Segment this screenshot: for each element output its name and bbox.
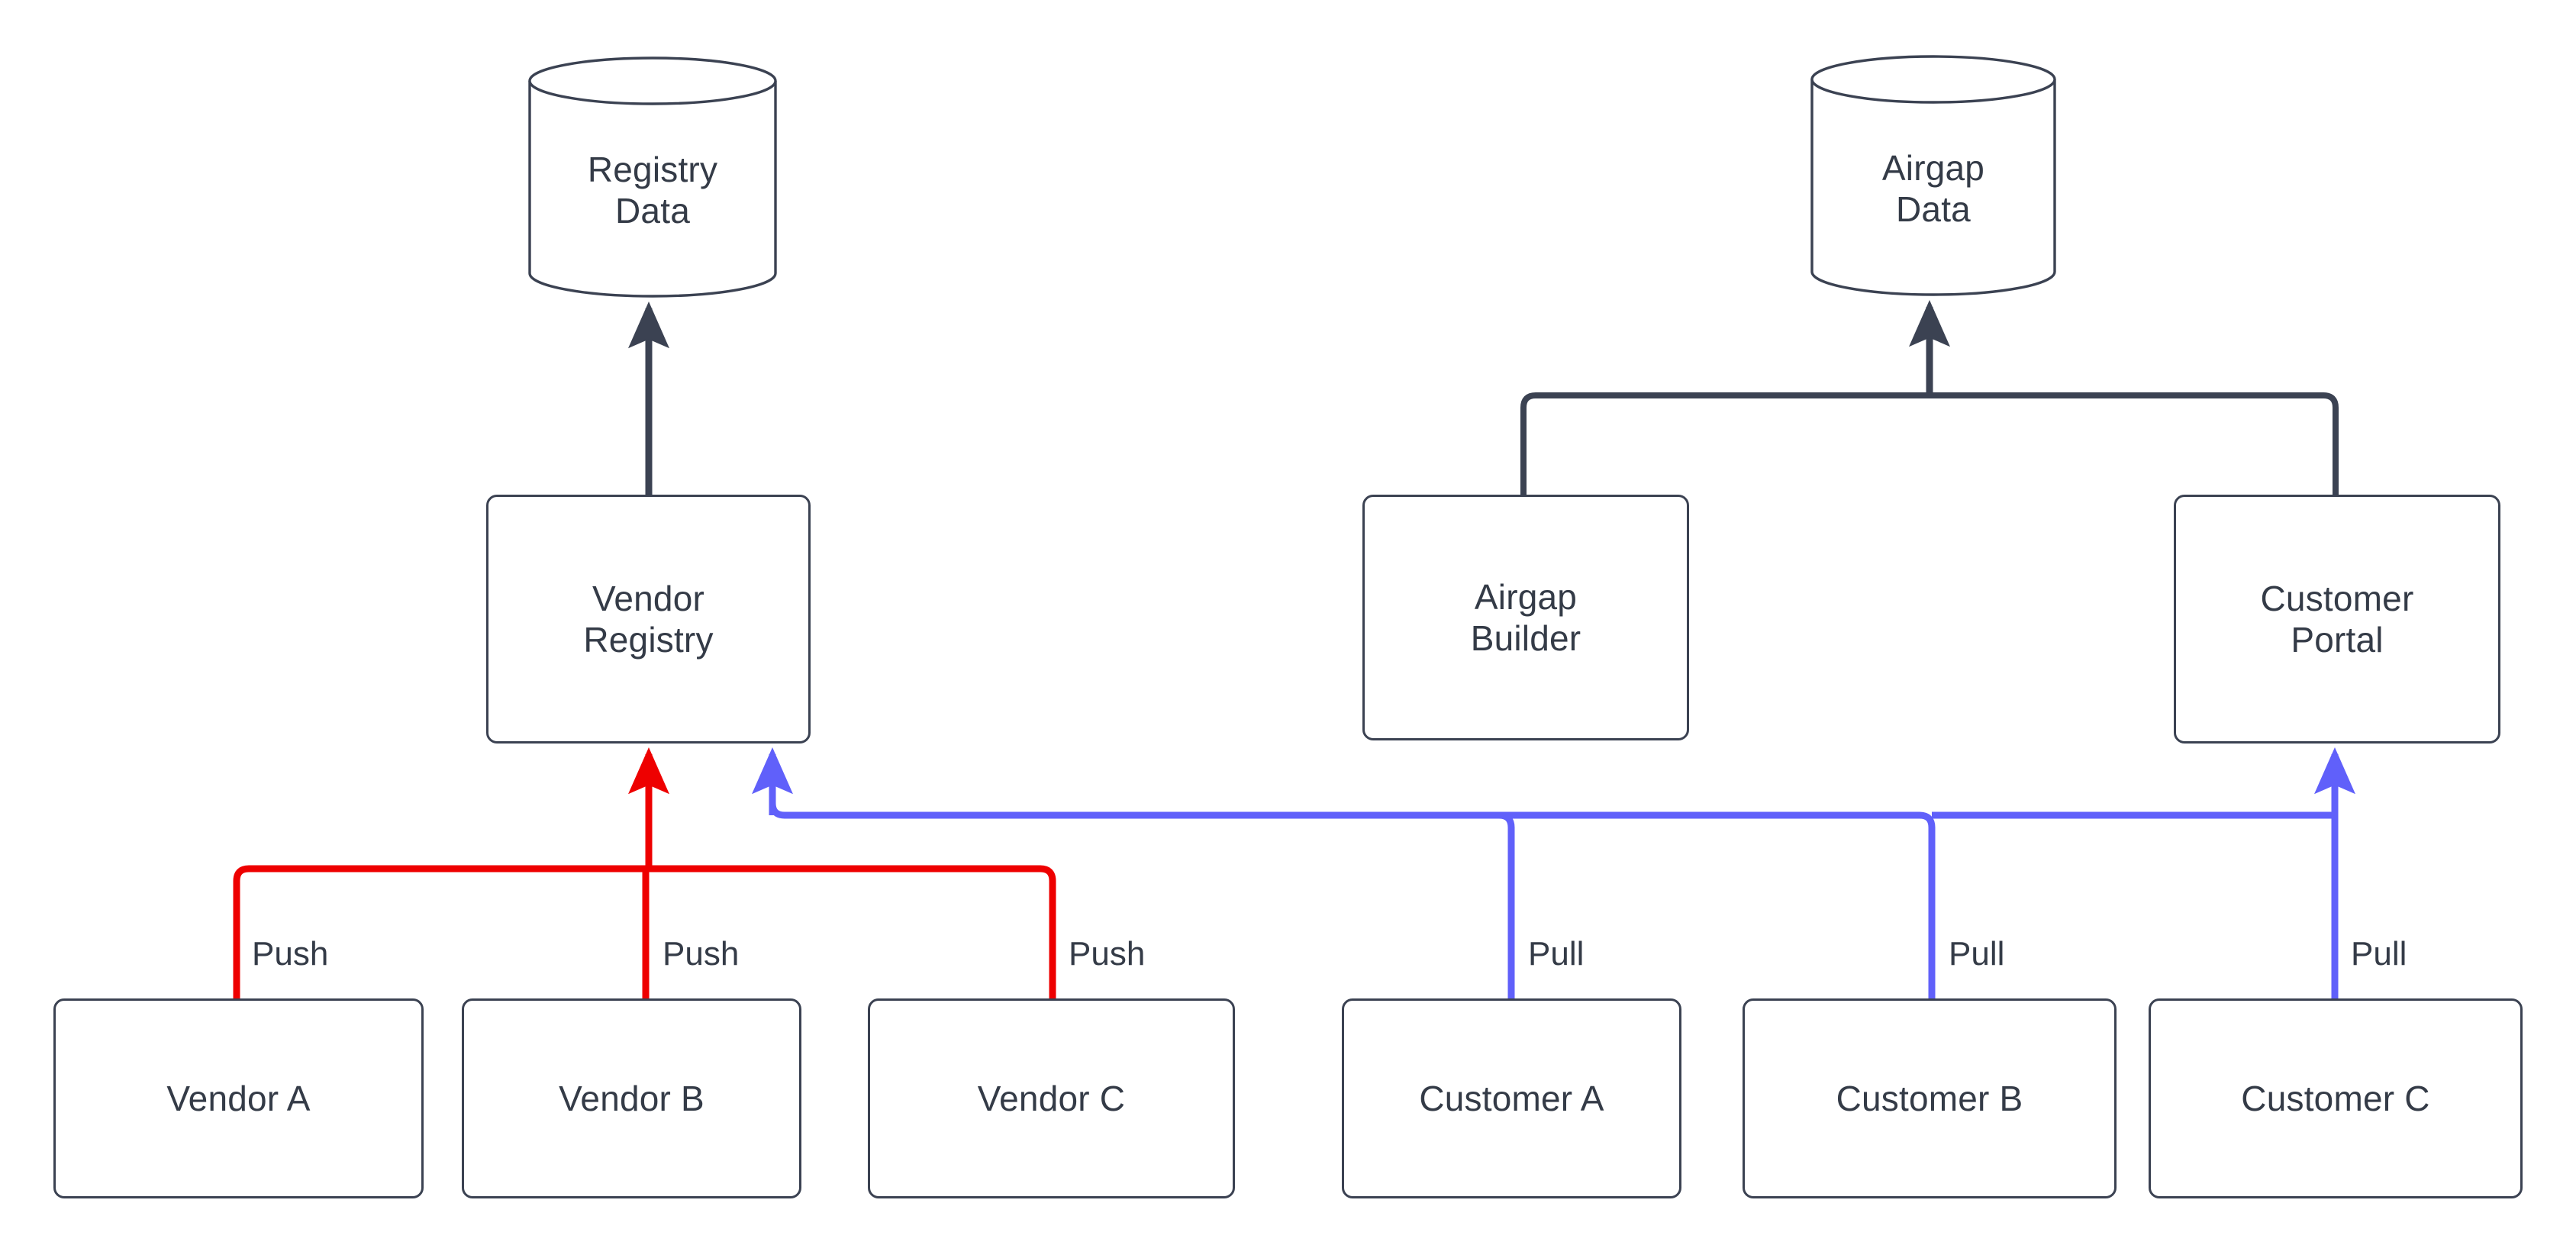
airgap-data-label: Airgap Data — [1881, 147, 1985, 229]
customer-c-label: Customer C — [2241, 1078, 2430, 1118]
node-customer-a[interactable]: Customer A — [1342, 998, 1681, 1198]
node-customer-b[interactable]: Customer B — [1743, 998, 2117, 1198]
node-customer-c[interactable]: Customer C — [2149, 998, 2523, 1198]
edge-label-customer-c-pull: Pull — [2351, 935, 2407, 973]
customer-portal-label: Customer Portal — [2260, 578, 2414, 660]
edge-vendor-c-push — [646, 865, 1056, 998]
node-registry-data[interactable]: Registry Data — [527, 55, 779, 299]
node-vendor-a[interactable]: Vendor A — [53, 998, 424, 1198]
edge-label-customer-a-pull: Pull — [1528, 935, 1585, 973]
edge-customer-portal-to-airgap-data — [1923, 392, 2339, 495]
vendor-a-label: Vendor A — [166, 1078, 311, 1118]
edge-label-customer-b-pull: Pull — [1949, 935, 2005, 973]
cylinder-shape-registry-data — [528, 56, 777, 298]
cylinder-shape-airgap-data — [1810, 55, 2056, 296]
registry-data-label: Registry Data — [587, 149, 718, 231]
customer-b-label: Customer B — [1836, 1078, 2023, 1118]
vendor-registry-label: Vendor Registry — [583, 578, 714, 660]
node-vendor-registry[interactable]: Vendor Registry — [486, 495, 811, 744]
node-vendor-b[interactable]: Vendor B — [462, 998, 801, 1198]
node-airgap-data[interactable]: Airgap Data — [1809, 53, 2058, 298]
edge-airgap-builder-to-airgap-data — [1520, 392, 1923, 495]
edge-label-vendor-c-push: Push — [1069, 935, 1146, 973]
airgap-builder-label: Airgap Builder — [1470, 576, 1581, 658]
vendor-b-label: Vendor B — [559, 1078, 704, 1118]
edge-label-vendor-b-push: Push — [663, 935, 740, 973]
edge-label-vendor-a-push: Push — [252, 935, 329, 973]
edge-pull-bus-elbow-left — [769, 794, 785, 819]
edge-vendor-a-push — [233, 865, 646, 998]
node-vendor-c[interactable]: Vendor C — [868, 998, 1235, 1198]
customer-a-label: Customer A — [1419, 1078, 1604, 1118]
node-airgap-builder[interactable]: Airgap Builder — [1362, 495, 1689, 740]
node-customer-portal[interactable]: Customer Portal — [2174, 495, 2500, 744]
edge-customer-b-pull — [785, 811, 1936, 998]
vendor-c-label: Vendor C — [977, 1078, 1126, 1118]
edge-customer-a-pull — [785, 811, 1515, 998]
